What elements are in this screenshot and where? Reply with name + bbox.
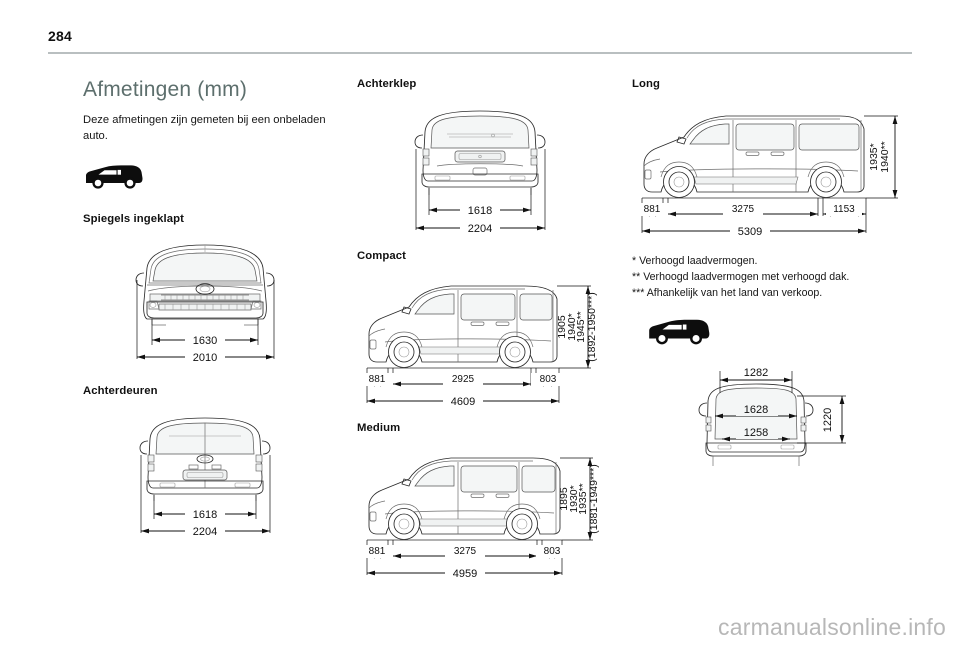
svg-text:1930*: 1930* [568, 485, 580, 512]
svg-text:4609: 4609 [451, 396, 475, 408]
dimension-4959-medium: 4959 [367, 563, 562, 580]
svg-text:5309: 5309 [738, 226, 762, 238]
svg-text:1940**: 1940** [879, 141, 891, 173]
rear-view-load-opening: 1282 1628 1258 [684, 363, 914, 475]
rear-view-tailgate: 1618 2204 [375, 104, 619, 236]
svg-text:(1892-1950***): (1892-1950***) [586, 292, 598, 361]
svg-text:3275: 3275 [454, 546, 477, 557]
page-title: Afmetingen (mm) [83, 78, 248, 101]
svg-text:881: 881 [369, 374, 386, 385]
svg-text:2204: 2204 [468, 223, 492, 235]
svg-text:1895: 1895 [558, 487, 570, 511]
svg-text:1945**: 1945** [575, 311, 587, 343]
section-heading-mirrors-folded: Spiegels ingeklapt [83, 213, 184, 226]
dimension-1258: 1258 [722, 425, 790, 442]
dimension-4609-compact: 4609 [367, 391, 559, 408]
svg-text:1618: 1618 [193, 509, 217, 521]
column-left: Afmetingen (mm) Deze afmetingen zijn gem… [83, 78, 345, 540]
dimension-1618: 1618 [429, 201, 531, 218]
dimension-1628: 1628 [715, 402, 797, 419]
side-view-long: 1935* 1940** 881 [630, 104, 914, 239]
dimension-2204: 2204 [141, 522, 270, 540]
dimension-height-compact: 1905 1940* 1945** (1892-1950***) [556, 286, 598, 368]
dimension-881-medium: 881 [361, 545, 395, 559]
watermark: carmanualsonline.info [718, 614, 946, 640]
svg-text:1618: 1618 [468, 205, 492, 217]
svg-text:(1881-1949***): (1881-1949***) [588, 464, 600, 533]
svg-text:803: 803 [540, 374, 557, 385]
svg-text:1935**: 1935** [577, 483, 589, 515]
dimension-803-medium: 803 [536, 545, 568, 559]
section-heading-tailgate: Achterklep [357, 78, 417, 90]
dimension-height-medium: 1895 1930* 1935** (1881-1949***) [558, 458, 600, 540]
svg-text:2925: 2925 [452, 374, 475, 385]
section-heading-long: Long [632, 78, 661, 90]
svg-text:1630: 1630 [193, 335, 217, 347]
dimension-1282: 1282 [720, 365, 792, 383]
column-middle: Achterklep [357, 78, 619, 581]
svg-text:1282: 1282 [744, 367, 768, 379]
intro-text: Deze afmetingen zijn gemeten bij een onb… [83, 114, 326, 142]
svg-text:1628: 1628 [744, 404, 768, 416]
van-side-icon [649, 319, 710, 345]
dimension-3275-medium: 3275 [393, 545, 537, 559]
svg-text:1220: 1220 [822, 408, 834, 432]
svg-text:4959: 4959 [453, 568, 477, 580]
dimension-1153-long: 1153 [823, 203, 866, 217]
rear-view-rear-doors: 1618 2204 [103, 411, 345, 540]
column-right: Long [632, 78, 914, 475]
section-heading-compact: Compact [357, 250, 407, 262]
section-heading-medium: Medium [357, 422, 401, 434]
dimension-2010: 2010 [137, 348, 274, 366]
svg-text:1258: 1258 [744, 427, 768, 439]
dimension-2204: 2204 [416, 219, 545, 236]
svg-text:803: 803 [544, 546, 561, 557]
footnote-2: ** Verhoogd laadvermogen met verhoogd da… [632, 271, 850, 284]
svg-text:1905: 1905 [556, 315, 568, 339]
svg-text:1940*: 1940* [566, 313, 578, 340]
svg-text:881: 881 [369, 546, 386, 557]
footnote-1: * Verhoogd laadvermogen. [632, 255, 758, 267]
svg-text:1935*: 1935* [868, 143, 880, 170]
dimension-881-compact: 881 [361, 373, 395, 387]
front-view-mirrors-folded: 1630 2010 [103, 239, 345, 367]
van-side-icon [86, 165, 143, 189]
svg-text:1153: 1153 [833, 204, 855, 215]
section-heading-rear-doors: Achterdeuren [83, 385, 158, 398]
svg-text:2010: 2010 [193, 352, 217, 364]
dimension-881-long: 881 [636, 203, 670, 217]
side-view-compact: 1905 1940* 1945** (1892-1950***) [355, 274, 619, 409]
dimension-2925-compact: 2925 [393, 373, 531, 387]
page-number: 284 [48, 28, 72, 44]
svg-text:3275: 3275 [732, 204, 755, 215]
footnote-3: *** Afhankelijk van het land van verkoop… [632, 287, 823, 300]
dimension-803-compact: 803 [531, 373, 565, 387]
header-divider [48, 52, 912, 54]
dimension-1220: 1220 [822, 396, 845, 444]
svg-text:881: 881 [644, 204, 661, 215]
dimension-3275-long: 3275 [668, 203, 818, 217]
dimension-1618: 1618 [154, 505, 256, 523]
side-view-medium: 1895 1930* 1935** (1881-1949***) 881 [355, 446, 619, 581]
dimension-1630: 1630 [152, 331, 258, 349]
dimension-height-long: 1935* 1940** [868, 116, 898, 198]
svg-text:2204: 2204 [193, 526, 217, 538]
dimension-5309-long: 5309 [642, 221, 866, 238]
